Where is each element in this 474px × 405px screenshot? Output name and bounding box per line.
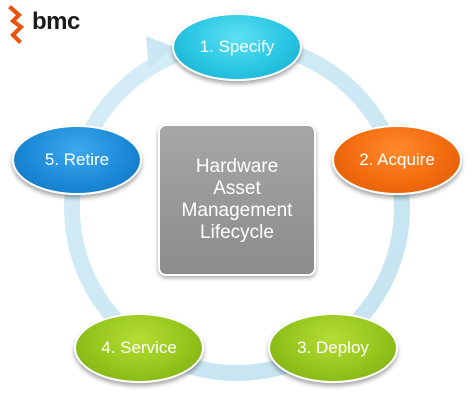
stage-specify: 1. Specify <box>172 13 302 81</box>
stage-label: 3. Deploy <box>297 338 369 357</box>
center-title-line: Management <box>181 200 293 221</box>
center-title-line: Asset <box>213 178 261 199</box>
stage-label: 4. Service <box>101 338 177 357</box>
center-title-line: Hardware <box>195 156 279 177</box>
stage-deploy: 3. Deploy <box>268 313 398 383</box>
stage-service: 4. Service <box>74 313 204 383</box>
stage-label: 1. Specify <box>199 37 275 56</box>
stage-retire: 5. Retire <box>12 125 142 195</box>
center-title-box: Hardware Asset Management Lifecycle <box>158 124 316 276</box>
stage-label: 2. Acquire <box>359 150 435 169</box>
stage-acquire: 2. Acquire <box>332 125 462 195</box>
center-title: Hardware Asset Management Lifecycle <box>172 156 302 244</box>
stage-label: 5. Retire <box>44 150 110 169</box>
logo-text: bmc <box>32 8 80 35</box>
bmc-logo-mark-icon <box>8 5 25 44</box>
cycle-arrow-head <box>146 36 174 68</box>
center-title-line: Lifecycle <box>200 222 274 243</box>
bmc-logo: bmc <box>4 4 80 44</box>
